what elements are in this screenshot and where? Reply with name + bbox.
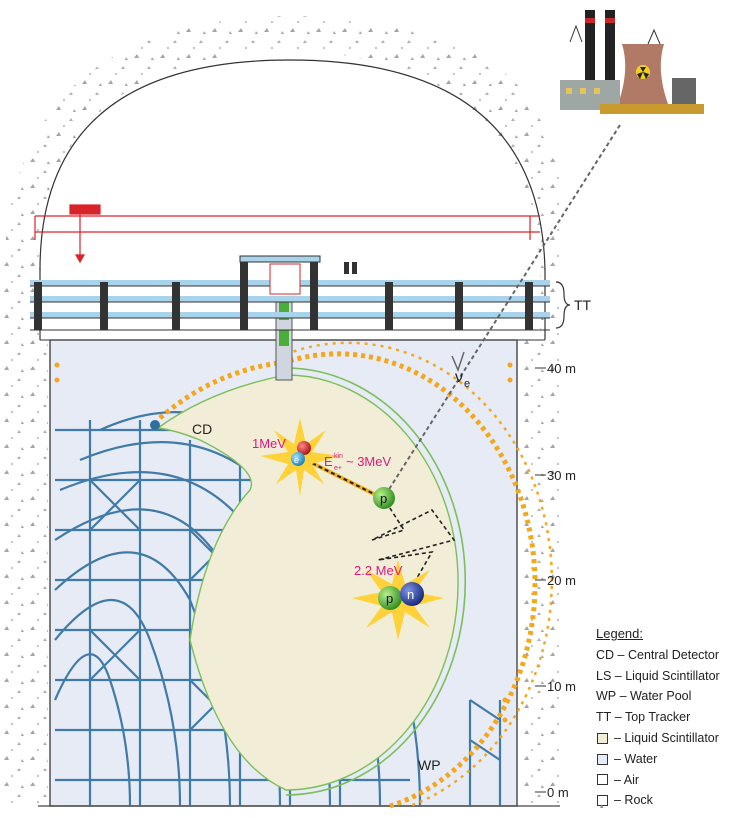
legend-key: CD <box>596 647 615 662</box>
proton-label: p <box>380 491 387 506</box>
wp-label: WP <box>418 757 441 773</box>
legend-text: – Liquid Scintillator <box>614 668 720 683</box>
scintillator-swatch <box>597 732 608 744</box>
legend-key: WP <box>596 689 617 704</box>
water-swatch <box>597 753 608 765</box>
proton-label-2: p <box>386 591 393 606</box>
liquid-scintillator-region <box>156 374 459 791</box>
legend-key: TT <box>596 710 612 725</box>
positron-kinetic-sup: kin <box>334 453 343 460</box>
top-tracker <box>30 255 571 331</box>
legend-text: – Water Pool <box>619 689 692 704</box>
legend-key: LS <box>596 668 612 683</box>
neutrino-sub: e <box>464 378 470 390</box>
positron-label: e <box>294 455 299 465</box>
rock-swatch: ▴ <box>597 795 608 810</box>
legend-text: – Liquid Scintillator <box>614 730 719 745</box>
legend: Legend: CD – Central Detector LS – Liqui… <box>596 624 734 811</box>
scale-30m: 30 m <box>547 468 576 483</box>
prompt-energy-label: 1MeV <box>252 436 286 451</box>
positron-kinetic-value: ~ 3MeV <box>346 454 391 469</box>
legend-text: – Air <box>614 772 640 787</box>
delayed-flash <box>352 560 444 640</box>
cd-label: CD <box>192 421 212 437</box>
legend-item-wp: WP – Water Pool <box>596 686 734 707</box>
tt-label: TT <box>574 297 592 313</box>
legend-item-cd: CD – Central Detector <box>596 645 734 666</box>
nuclear-reactor-icon <box>560 10 704 114</box>
height-scale <box>535 367 546 793</box>
delayed-energy-label: 2.2 MeV <box>354 563 403 578</box>
air-swatch <box>597 774 608 786</box>
scale-10m: 10 m <box>547 679 576 694</box>
positron-kinetic-sub: e+ <box>334 465 342 472</box>
rock-region <box>4 16 560 806</box>
neutron-label: n <box>407 587 414 602</box>
neutrino-track <box>385 124 621 495</box>
legend-text: – Central Detector <box>617 647 719 662</box>
neutron-walk <box>371 501 456 591</box>
legend-text: – Water <box>614 751 658 766</box>
positron-kinetic-label: E <box>324 454 333 469</box>
legend-item-water: – Water <box>596 749 734 770</box>
scale-40m: 40 m <box>547 361 576 376</box>
legend-item-air: – Air <box>596 770 734 791</box>
legend-title: Legend: <box>596 626 643 641</box>
legend-text: – Top Tracker <box>614 710 691 725</box>
legend-text: – Rock <box>614 793 653 808</box>
legend-item-ls: LS – Liquid Scintillator <box>596 666 734 687</box>
proton-particle <box>373 487 395 509</box>
scale-20m: 20 m <box>547 573 576 588</box>
scale-0m: 0 m <box>547 785 569 800</box>
cavern-dome <box>39 59 546 271</box>
legend-item-tt: TT – Top Tracker <box>596 707 734 728</box>
prompt-flash <box>260 418 340 496</box>
legend-item-ls-swatch: – Liquid Scintillator <box>596 728 734 749</box>
overhead-crane <box>34 204 540 264</box>
legend-item-rock: ▴ – Rock <box>596 790 734 811</box>
neutrino-label: ν <box>455 369 463 386</box>
